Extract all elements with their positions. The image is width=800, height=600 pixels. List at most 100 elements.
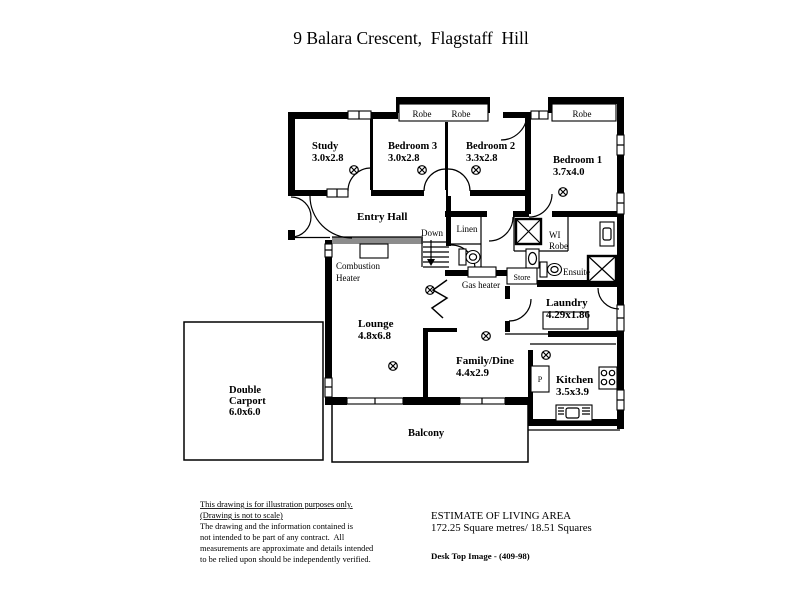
burner	[600, 369, 608, 377]
entry-door-arc	[309, 195, 353, 239]
shower-icon	[586, 254, 618, 284]
toilet-bowl	[546, 262, 563, 277]
door-arc	[500, 113, 528, 141]
fixture-labels: Robe Robe Robe Down Linen Combustion Hea…	[336, 109, 592, 384]
store-closet	[506, 267, 538, 285]
door-swings	[290, 113, 620, 322]
vanity-basin	[527, 251, 538, 266]
disclaimer-line-1: This drawing is for illustration purpose…	[200, 500, 353, 509]
toilet-bowl	[465, 249, 481, 265]
room-dims-bedroom2: 3.3x2.8	[466, 153, 498, 164]
estimate-block: ESTIMATE OF LIVING AREA 172.25 Square me…	[431, 510, 592, 561]
toilet-bowl-inner	[468, 253, 478, 261]
disclaimer-line-3: The drawing and the information containe…	[200, 522, 353, 531]
burner	[608, 378, 616, 386]
page-title: 9 Balara Crescent, Flagstaff Hill	[293, 28, 529, 48]
disclaimer-line-5: measurements are approximate and details…	[200, 544, 374, 553]
entry-door-arc	[290, 196, 312, 218]
ceiling-light-icon	[481, 331, 491, 341]
laundry-bench	[542, 311, 589, 330]
shower-cross	[587, 255, 617, 283]
robe-closets	[398, 103, 617, 122]
sink-icon	[555, 404, 593, 422]
carport-outline	[183, 321, 324, 461]
vanity-basin	[602, 227, 612, 241]
ceiling-light-icon	[388, 361, 398, 371]
door-arc	[488, 216, 514, 242]
stair-treads	[423, 241, 449, 268]
gas-heater-icon	[467, 266, 497, 278]
walls	[288, 97, 624, 429]
burner	[600, 378, 608, 386]
entry-door-arc	[290, 216, 312, 238]
room-label-carport-2: Carport	[229, 396, 266, 407]
stove-icon	[598, 366, 618, 390]
label-wi-robe-2: Robe	[549, 241, 568, 251]
vanity-bench	[599, 221, 615, 247]
room-dims-study: 3.0x2.8	[312, 153, 344, 164]
sink-bench	[555, 404, 593, 422]
room-label-bedroom1: Bedroom 1	[553, 155, 602, 166]
room-label-family-dine: Family/Dine	[456, 355, 514, 367]
balcony-outline	[331, 404, 529, 463]
room-label-entry-hall: Entry Hall	[357, 211, 407, 223]
burner	[608, 369, 616, 377]
shower-cross	[515, 218, 542, 245]
room-label-balcony: Balcony	[408, 428, 445, 439]
sink-bowl	[565, 407, 580, 419]
vanity-icon	[599, 221, 615, 247]
label-ensuite: Ensuite	[563, 267, 590, 277]
label-robe-bed3: Robe	[413, 109, 432, 119]
room-label-lounge: Lounge	[358, 318, 394, 330]
windows	[324, 110, 625, 411]
stairs-icon	[423, 240, 449, 268]
label-linen: Linen	[457, 224, 478, 234]
room-dims-laundry: 4.29x1.86	[546, 309, 591, 321]
ceiling-light-icon	[417, 165, 427, 175]
vanity-icon	[525, 248, 540, 269]
interior-partitions	[294, 104, 620, 431]
disclaimer-block: This drawing is for illustration purpose…	[200, 500, 374, 564]
toilet-tank	[539, 261, 548, 278]
pantry-box	[530, 365, 550, 393]
disclaimer-line-2: (Drawing is not to scale)	[200, 511, 283, 520]
credit-line: Desk Top Image - (409-98)	[431, 551, 530, 561]
stair-arrow-head	[427, 259, 435, 266]
door-arc	[528, 193, 553, 218]
label-gas-heater: Gas heater	[462, 280, 500, 290]
ensuite-toilet-icon	[539, 261, 563, 278]
ceiling-light-icon	[471, 165, 481, 175]
toilet-bowl-inner	[550, 265, 559, 274]
label-wi-robe-1: WI	[549, 230, 561, 240]
robe-box	[551, 103, 617, 122]
stove-bench	[598, 366, 618, 390]
door-arc	[447, 168, 471, 192]
door-arc	[597, 287, 620, 310]
room-dims-family-dine: 4.4x2.9	[456, 367, 490, 379]
shower-icon	[514, 217, 543, 246]
room-label-study: Study	[312, 141, 339, 152]
wall-break-icon	[430, 279, 449, 319]
room-dims-lounge: 4.8x6.8	[358, 330, 392, 342]
label-robe-bed2: Robe	[452, 109, 471, 119]
room-label-kitchen: Kitchen	[556, 374, 593, 386]
door-arc	[347, 167, 372, 192]
label-pantry: P	[538, 375, 543, 384]
room-label-carport-1: Double	[229, 385, 261, 396]
wc-toilet-icon	[458, 248, 481, 266]
label-combustion-2: Heater	[336, 273, 360, 283]
room-dims-kitchen: 3.5x3.9	[556, 386, 590, 398]
label-store: Store	[514, 273, 531, 282]
label-robe-bed1: Robe	[573, 109, 592, 119]
room-labels: Study 3.0x2.8 Bedroom 3 3.0x2.8 Bedroom …	[229, 141, 602, 439]
room-dims-bedroom1: 3.7x4.0	[553, 167, 585, 178]
ceiling-light-icon	[349, 165, 359, 175]
room-label-laundry: Laundry	[546, 297, 588, 309]
door-arc	[423, 168, 447, 192]
sink-drainer	[558, 407, 590, 415]
room-label-bedroom3: Bedroom 3	[388, 141, 437, 152]
room-dims-bedroom3: 3.0x2.8	[388, 153, 420, 164]
label-combustion-1: Combustion	[336, 261, 381, 271]
